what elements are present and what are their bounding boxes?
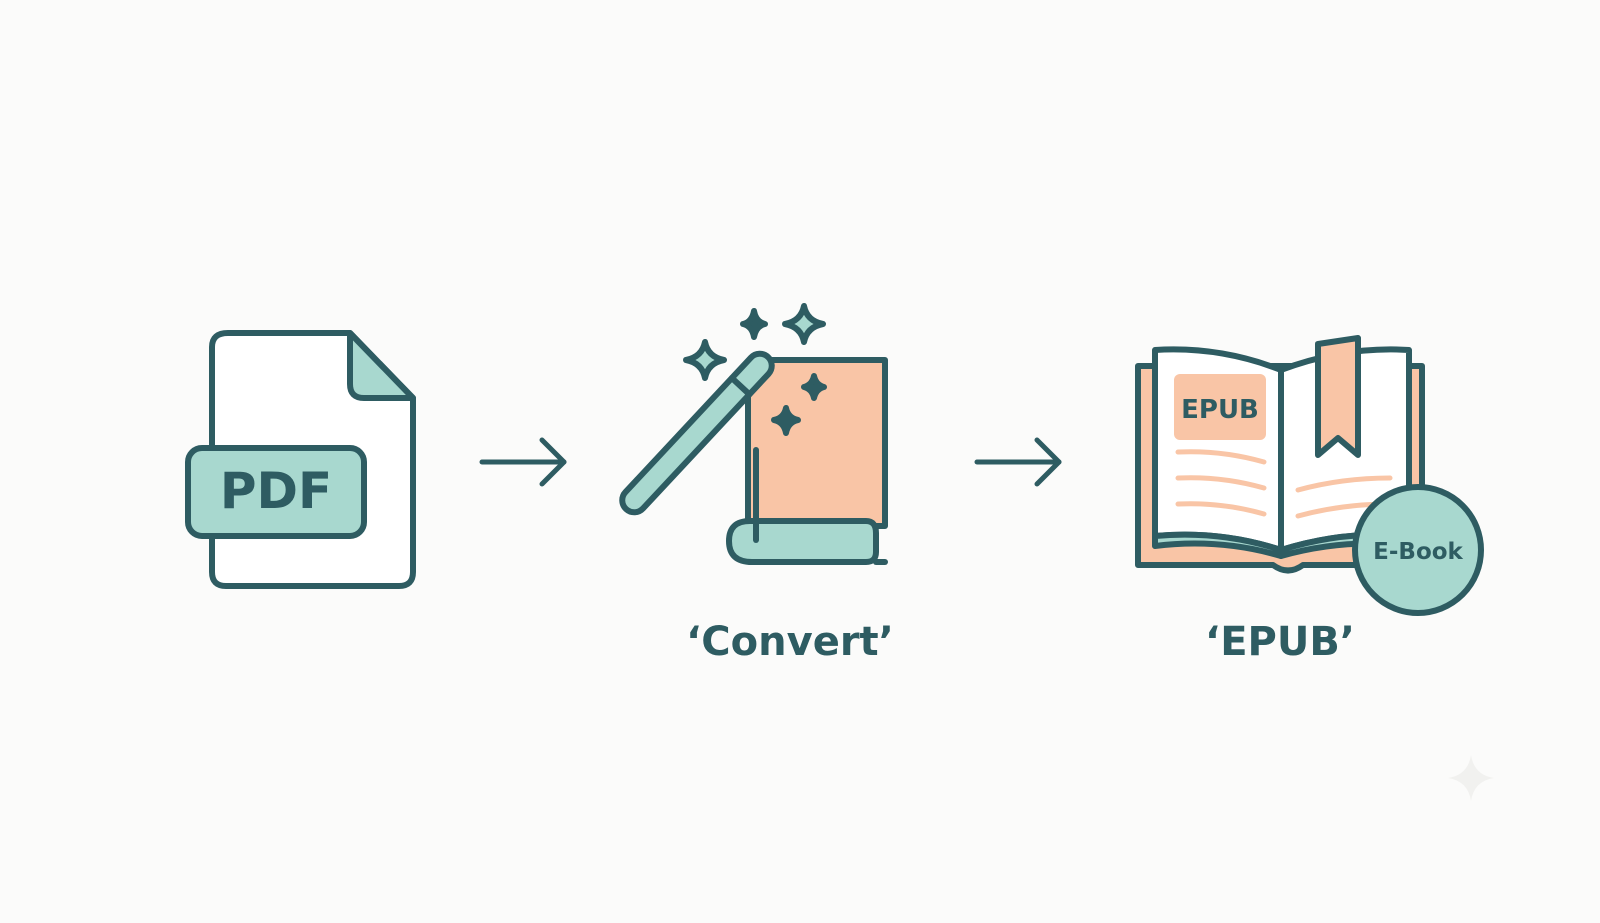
bookmark-icon [1315, 335, 1361, 458]
arrow-right-icon [974, 437, 1062, 487]
arrow-right-icon [479, 437, 567, 487]
sparkle-icon [740, 308, 768, 340]
epub-page-label [1174, 374, 1266, 440]
epub-page-label-text: EPUB [1181, 395, 1259, 425]
wand-shaft [619, 350, 775, 516]
sparkle-icon [771, 405, 801, 436]
epub-caption: ‘EPUB’ [1205, 619, 1355, 665]
ebook-seal-text: E-Book [1373, 539, 1463, 565]
pdf-badge-text: PDF [220, 462, 332, 520]
magic-wand-book-icon [619, 303, 888, 565]
sparkle-icon [801, 373, 827, 401]
pdf-file-icon: PDF [185, 330, 416, 589]
watermark-sparkle-icon [1448, 755, 1494, 801]
pdf-badge [185, 445, 367, 539]
open-book-icon: EPUB E-Book [1135, 335, 1484, 616]
ebook-seal [1352, 484, 1484, 616]
sparkle-icon [782, 303, 826, 345]
sparkle-icon [683, 339, 727, 381]
convert-caption: ‘Convert’ [686, 619, 894, 665]
